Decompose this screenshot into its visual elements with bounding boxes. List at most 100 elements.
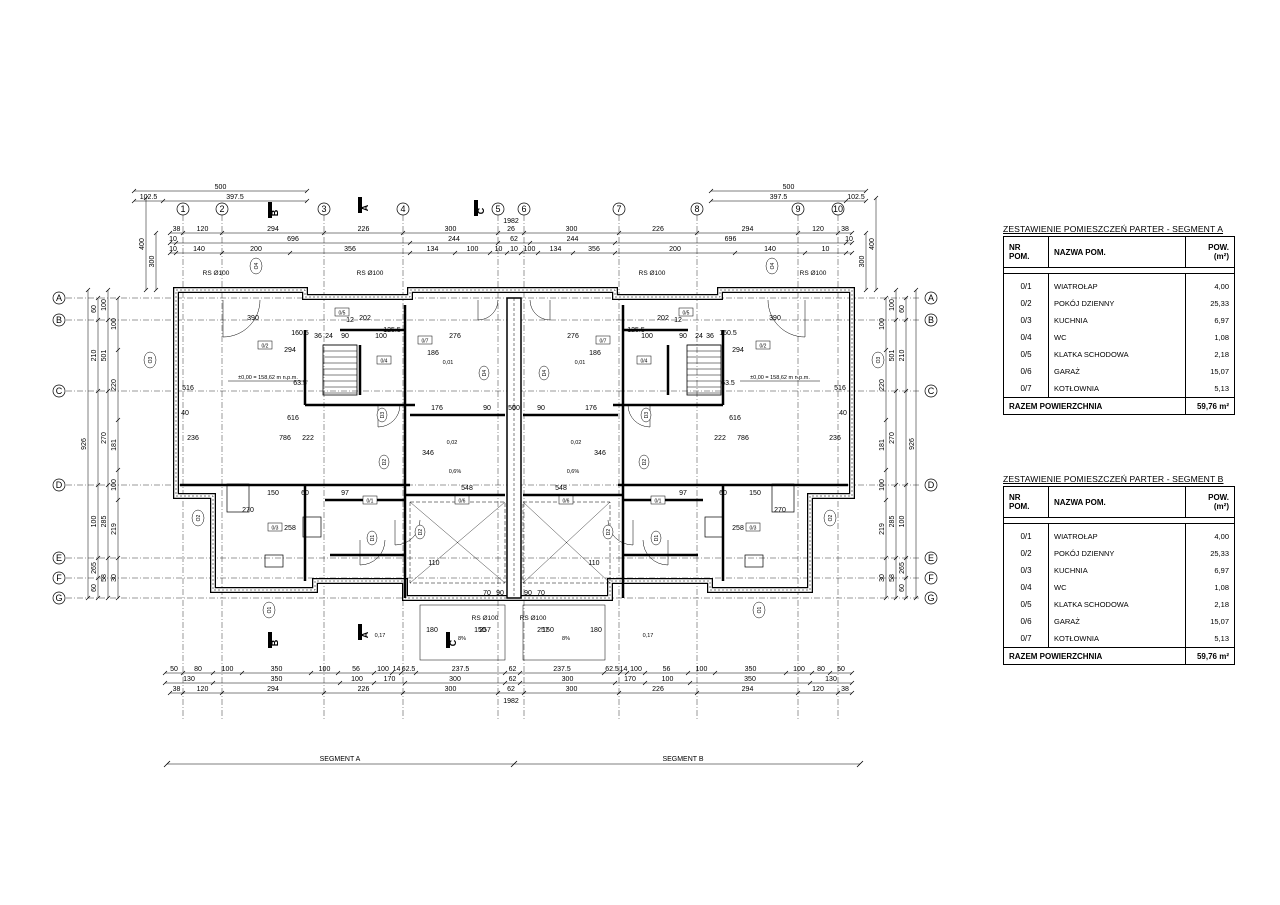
interior-dimension: 346 [594, 450, 606, 457]
dimension-value: 237.5 [553, 666, 571, 673]
door-tag-label: D2 [642, 459, 648, 466]
axis-bubble-label: 6 [521, 204, 526, 214]
dimension-value: 50 [170, 666, 178, 673]
interior-dimension: 12 [346, 317, 354, 324]
room-tag-box [376, 355, 392, 365]
column-header: NR POM. [1003, 486, 1049, 518]
dimension-tick [371, 680, 377, 686]
dimension-value: 58 [101, 574, 108, 582]
dimension-tick [105, 287, 111, 293]
window-tag [871, 351, 885, 369]
axis-bubble-label: E [928, 553, 934, 563]
schedule-title: ZESTAWIENIE POMIESZCZEŃ PARTER - SEGMENT… [1003, 474, 1224, 484]
dimension-value: 696 [725, 236, 737, 243]
dimension-value: 300 [445, 226, 457, 233]
total-value: 59,76 m² [1185, 647, 1235, 665]
slope-label: 8% [458, 636, 466, 642]
garage-cross [522, 501, 611, 584]
column-header: POW. (m²) [1185, 486, 1235, 518]
dimension-value: 60 [91, 584, 98, 592]
fireplace [226, 483, 250, 513]
slope-label: 0,17 [643, 633, 654, 639]
kitchen-stove [704, 516, 724, 538]
table-row: 0/4 WC 1,08 [1003, 329, 1235, 346]
structural-grid-lines [66, 215, 920, 720]
door-tag [478, 365, 490, 381]
interior-dimension: 36 [706, 333, 714, 340]
segment-bar: SEGMENT A SEGMENT B [163, 756, 864, 768]
axis-bubble [924, 551, 938, 565]
room-name: KUCHNIA [1048, 312, 1186, 329]
room-tag-box [417, 335, 433, 345]
room-number: 0/2 [1003, 545, 1049, 562]
dimension-tick [849, 690, 855, 696]
room-tag-label: 0/1 [367, 499, 374, 505]
dimension-tick [160, 198, 166, 204]
column-header: NAZWA POM. [1048, 486, 1186, 518]
dimension-value: 38 [173, 226, 181, 233]
dimension-value: 926 [909, 438, 916, 450]
room-name: WC [1048, 579, 1186, 596]
axis-bubble-label: G [927, 593, 934, 603]
vent-label: RS Ø100 [203, 270, 230, 277]
slope-label: 0,01 [575, 360, 586, 366]
door-swing [359, 539, 386, 566]
segment-b-label: SEGMENT B [662, 756, 703, 763]
dimension-value: 10 [495, 246, 503, 253]
interior-dimension: 50 [508, 405, 516, 412]
room-tag-box [454, 495, 470, 505]
axis-bubble [831, 202, 845, 216]
dimension-tick [783, 670, 789, 676]
dimension-tick [903, 595, 909, 601]
dimension-value: 26 [507, 226, 515, 233]
axis-bubble [396, 202, 410, 216]
dimension-value: 100 [793, 666, 805, 673]
dimension-value: 170 [384, 676, 396, 683]
dimension-value: 100 [351, 676, 363, 683]
garage-door-opening [409, 501, 506, 584]
dimension-value: 400 [869, 238, 876, 250]
segment-bar-tick [510, 760, 518, 768]
total-label: RAZEM POWIERZCHNIA [1003, 647, 1186, 665]
dimension-tick [400, 690, 406, 696]
dimension-value: 300 [859, 256, 866, 268]
axis-bubble-label: 7 [616, 204, 621, 214]
dimension-tick [167, 240, 173, 246]
interior-dimension: 222 [714, 435, 726, 442]
dimension-tick [893, 317, 899, 323]
dimension-value: 210 [91, 350, 98, 362]
dimension-value: 397.5 [226, 194, 244, 201]
dimension-tick [371, 670, 377, 676]
dimension-tick [115, 595, 121, 601]
dimension-tick [883, 497, 889, 503]
dimension-tick [883, 595, 889, 601]
vent-label: RS Ø100 [357, 270, 384, 277]
dimension-tick [95, 575, 101, 581]
dimension-value: 100 [662, 676, 674, 683]
dimension-tick [398, 670, 404, 676]
axis-bubble [52, 384, 66, 398]
room-tag-label: 0/5 [339, 311, 346, 317]
dimension-value: 285 [889, 516, 896, 528]
dimension-tick [105, 555, 111, 561]
dimension-value: 350 [271, 666, 283, 673]
window-tag [143, 351, 157, 369]
dimension-tick [321, 230, 327, 236]
interior-dimension: 150 [749, 490, 761, 497]
interior-dimension: 236 [187, 435, 199, 442]
room-number: 0/6 [1003, 363, 1049, 380]
dimension-tick [694, 690, 700, 696]
door-tag [640, 407, 652, 423]
dimension-tick [893, 287, 899, 293]
dimension-value: 181 [111, 439, 118, 451]
interior-dimension: 186 [589, 350, 601, 357]
staircase [686, 344, 722, 396]
door-swing [529, 299, 551, 321]
interior-dimension: 110 [428, 560, 439, 567]
interior-dimension: 60 [719, 490, 727, 497]
dimension-tick [180, 670, 186, 676]
room-area: 5,13 [1185, 380, 1235, 398]
segment-a-label: SEGMENT A [320, 756, 361, 763]
